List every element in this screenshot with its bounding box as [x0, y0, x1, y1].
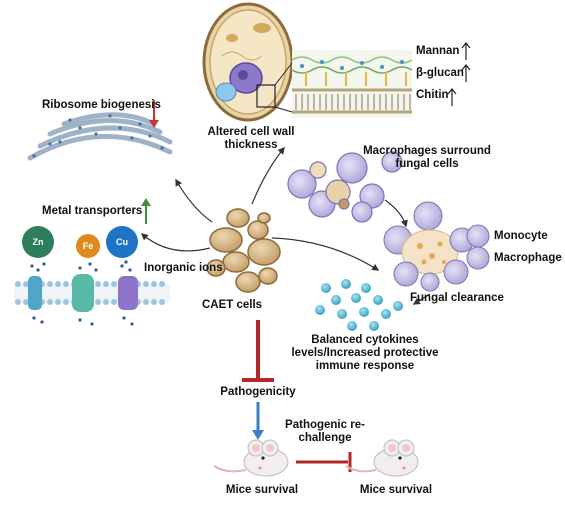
caet-cells-cluster [206, 208, 281, 293]
cell-wall-layers [291, 50, 413, 118]
cytokines-label-line2: levels/Increased protective [291, 347, 439, 359]
ribosome-dots [32, 114, 164, 158]
chitin-label: Chitin [416, 89, 449, 101]
mouse-right-illustration [345, 439, 419, 477]
zn-ion-icon: Zn [22, 226, 54, 258]
mice-survival-right-label: Mice survival [359, 484, 433, 496]
cell-wall-label-line2: thickness [224, 139, 278, 151]
pathway-arrows [140, 146, 408, 271]
cell-membrane [14, 274, 170, 312]
cytokines-label-line1: Balanced cytokines [311, 334, 419, 346]
fungal-clearance-cluster [383, 201, 475, 292]
cell-wall-label-line1: Altered cell wall [207, 126, 295, 138]
pathogenicity-inhibition-arrow [242, 320, 274, 382]
fungal-clearance-label: Fungal clearance [410, 292, 504, 304]
macrophages-surround-label-line1: Macrophages surround [363, 145, 491, 157]
macrophages-surround-label-line2: fungal cells [395, 158, 459, 170]
cytokine-particles [315, 279, 403, 331]
monocyte-label: Monocyte [494, 230, 548, 242]
caet-cells-label: CAET cells [201, 299, 263, 311]
svg-text:Fe: Fe [83, 241, 94, 251]
macrophage-label: Macrophage [494, 252, 562, 264]
fe-ion-icon: Fe [76, 234, 100, 258]
pathogenicity-down-arrow [252, 402, 264, 440]
mouse-left-illustration [213, 439, 289, 477]
rechallenge-label-line2: challenge [298, 432, 352, 444]
cytokines-label-line3: immune response [315, 360, 415, 372]
svg-text:Cu: Cu [116, 237, 128, 247]
yeast-cell-illustration [202, 2, 294, 122]
macrophage-cluster-top [287, 151, 403, 223]
glucan-label: β-glucan [416, 67, 464, 79]
clearance-arrow [412, 293, 431, 305]
mice-survival-left-label: Mice survival [225, 484, 299, 496]
mannan-label: Mannan [416, 45, 460, 57]
cu-ion-icon: Cu [106, 226, 138, 258]
macrophage-legend-icon [466, 246, 490, 270]
rechallenge-label-line1: Pathogenic re- [285, 419, 365, 431]
pathogenicity-label: Pathogenicity [220, 386, 296, 398]
metal-transporter-up-arrow [141, 198, 151, 224]
ribosome-er-illustration [27, 112, 173, 161]
ribosome-down-arrow [149, 100, 159, 128]
ribosome-biogenesis-label: Ribosome biogenesis [42, 99, 161, 111]
inorganic-ions-label: Inorganic ions [144, 262, 223, 274]
monocyte-legend-icon [466, 224, 490, 248]
svg-text:Zn: Zn [33, 237, 44, 247]
rechallenge-inhibition-arrow [296, 452, 352, 472]
ion-particles [30, 260, 134, 326]
wall-increase-arrows [447, 42, 471, 106]
metal-transporters-label: Metal transporters [42, 205, 143, 217]
